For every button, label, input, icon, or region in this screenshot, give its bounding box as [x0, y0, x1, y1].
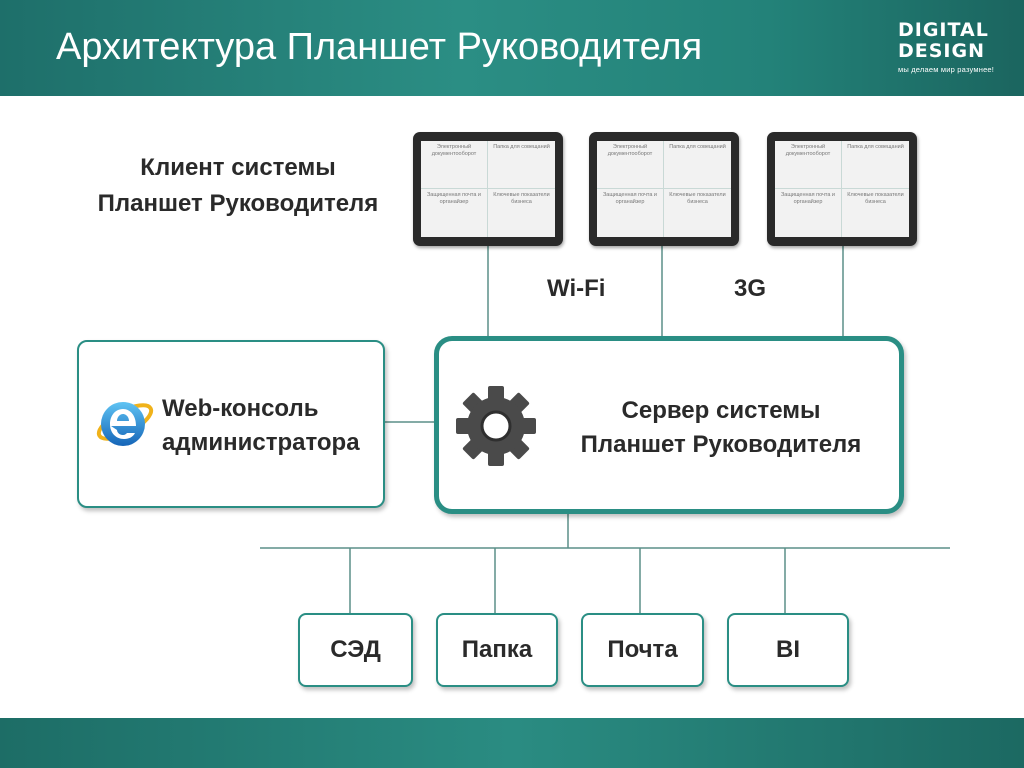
client-label-line2: Планшет Руководителя [97, 190, 379, 217]
client-label-line1: Клиент системы [140, 154, 336, 181]
digital-design-logo: DIGITAL DESIGN мы делаем мир разумнее! [898, 19, 998, 75]
system-pochta-box: Почта [581, 613, 704, 687]
tablet-screen: Электронный документооборот Папка для со… [775, 141, 909, 237]
tablet-screen: Электронный документооборот Папка для со… [421, 141, 555, 237]
web-console-line1: Web-консоль [162, 395, 319, 422]
tablet-3: Электронный документооборот Папка для со… [767, 132, 917, 246]
tablet-cell: Электронный документооборот [421, 141, 488, 189]
tablet-cell: Защищенная почта и органайзер [597, 189, 664, 237]
header-bar: Архитектура Планшет Руководителя DIGITAL… [0, 0, 1024, 96]
tablet-cell: Папка для совещаний [664, 141, 731, 189]
tablet-1: Электронный документооборот Папка для со… [413, 132, 563, 246]
tablet-cell: Электронный документооборот [597, 141, 664, 189]
logo-line-1: DIGITAL [898, 19, 989, 41]
page-title: Архитектура Планшет Руководителя [56, 26, 703, 68]
3g-label: 3G [734, 275, 767, 302]
tablet-cell: Ключевые показатели бизнеса [493, 192, 550, 205]
tablet-cell: Ключевые показатели бизнеса [669, 192, 726, 205]
server-label-line2: Планшет Руководителя [580, 431, 862, 458]
system-bi-box: BI [727, 613, 849, 687]
system-sed-box: СЭД [298, 613, 413, 687]
gear-icon [456, 386, 536, 466]
client-label: Клиент системы Планшет Руководителя [78, 150, 398, 222]
tablet-cell: Защищенная почта и органайзер [421, 189, 488, 237]
wifi-label: Wi-Fi [547, 275, 606, 302]
tablet-cell: Защищенная почта и органайзер [775, 189, 842, 237]
server-label-line1: Сервер системы [621, 397, 821, 424]
server-label: Сервер системы Планшет Руководителя [566, 394, 876, 462]
tablet-screen: Электронный документооборот Папка для со… [597, 141, 731, 237]
logo-line-2: DESIGN [898, 40, 986, 62]
tablet-cell: Электронный документооборот [775, 141, 842, 189]
tablet-2: Электронный документооборот Папка для со… [589, 132, 739, 246]
web-console-label: Web-консоль администратора [162, 392, 360, 460]
ie-browser-icon [96, 402, 154, 446]
tablet-cell: Ключевые показатели бизнеса [847, 192, 904, 205]
logo-tagline: мы делаем мир разумнее! [898, 65, 995, 74]
tablet-cell: Папка для совещаний [488, 141, 555, 189]
web-console-line2: администратора [162, 429, 360, 456]
tablet-cell: Папка для совещаний [842, 141, 909, 189]
system-papka-box: Папка [436, 613, 558, 687]
footer-bar [0, 718, 1024, 768]
